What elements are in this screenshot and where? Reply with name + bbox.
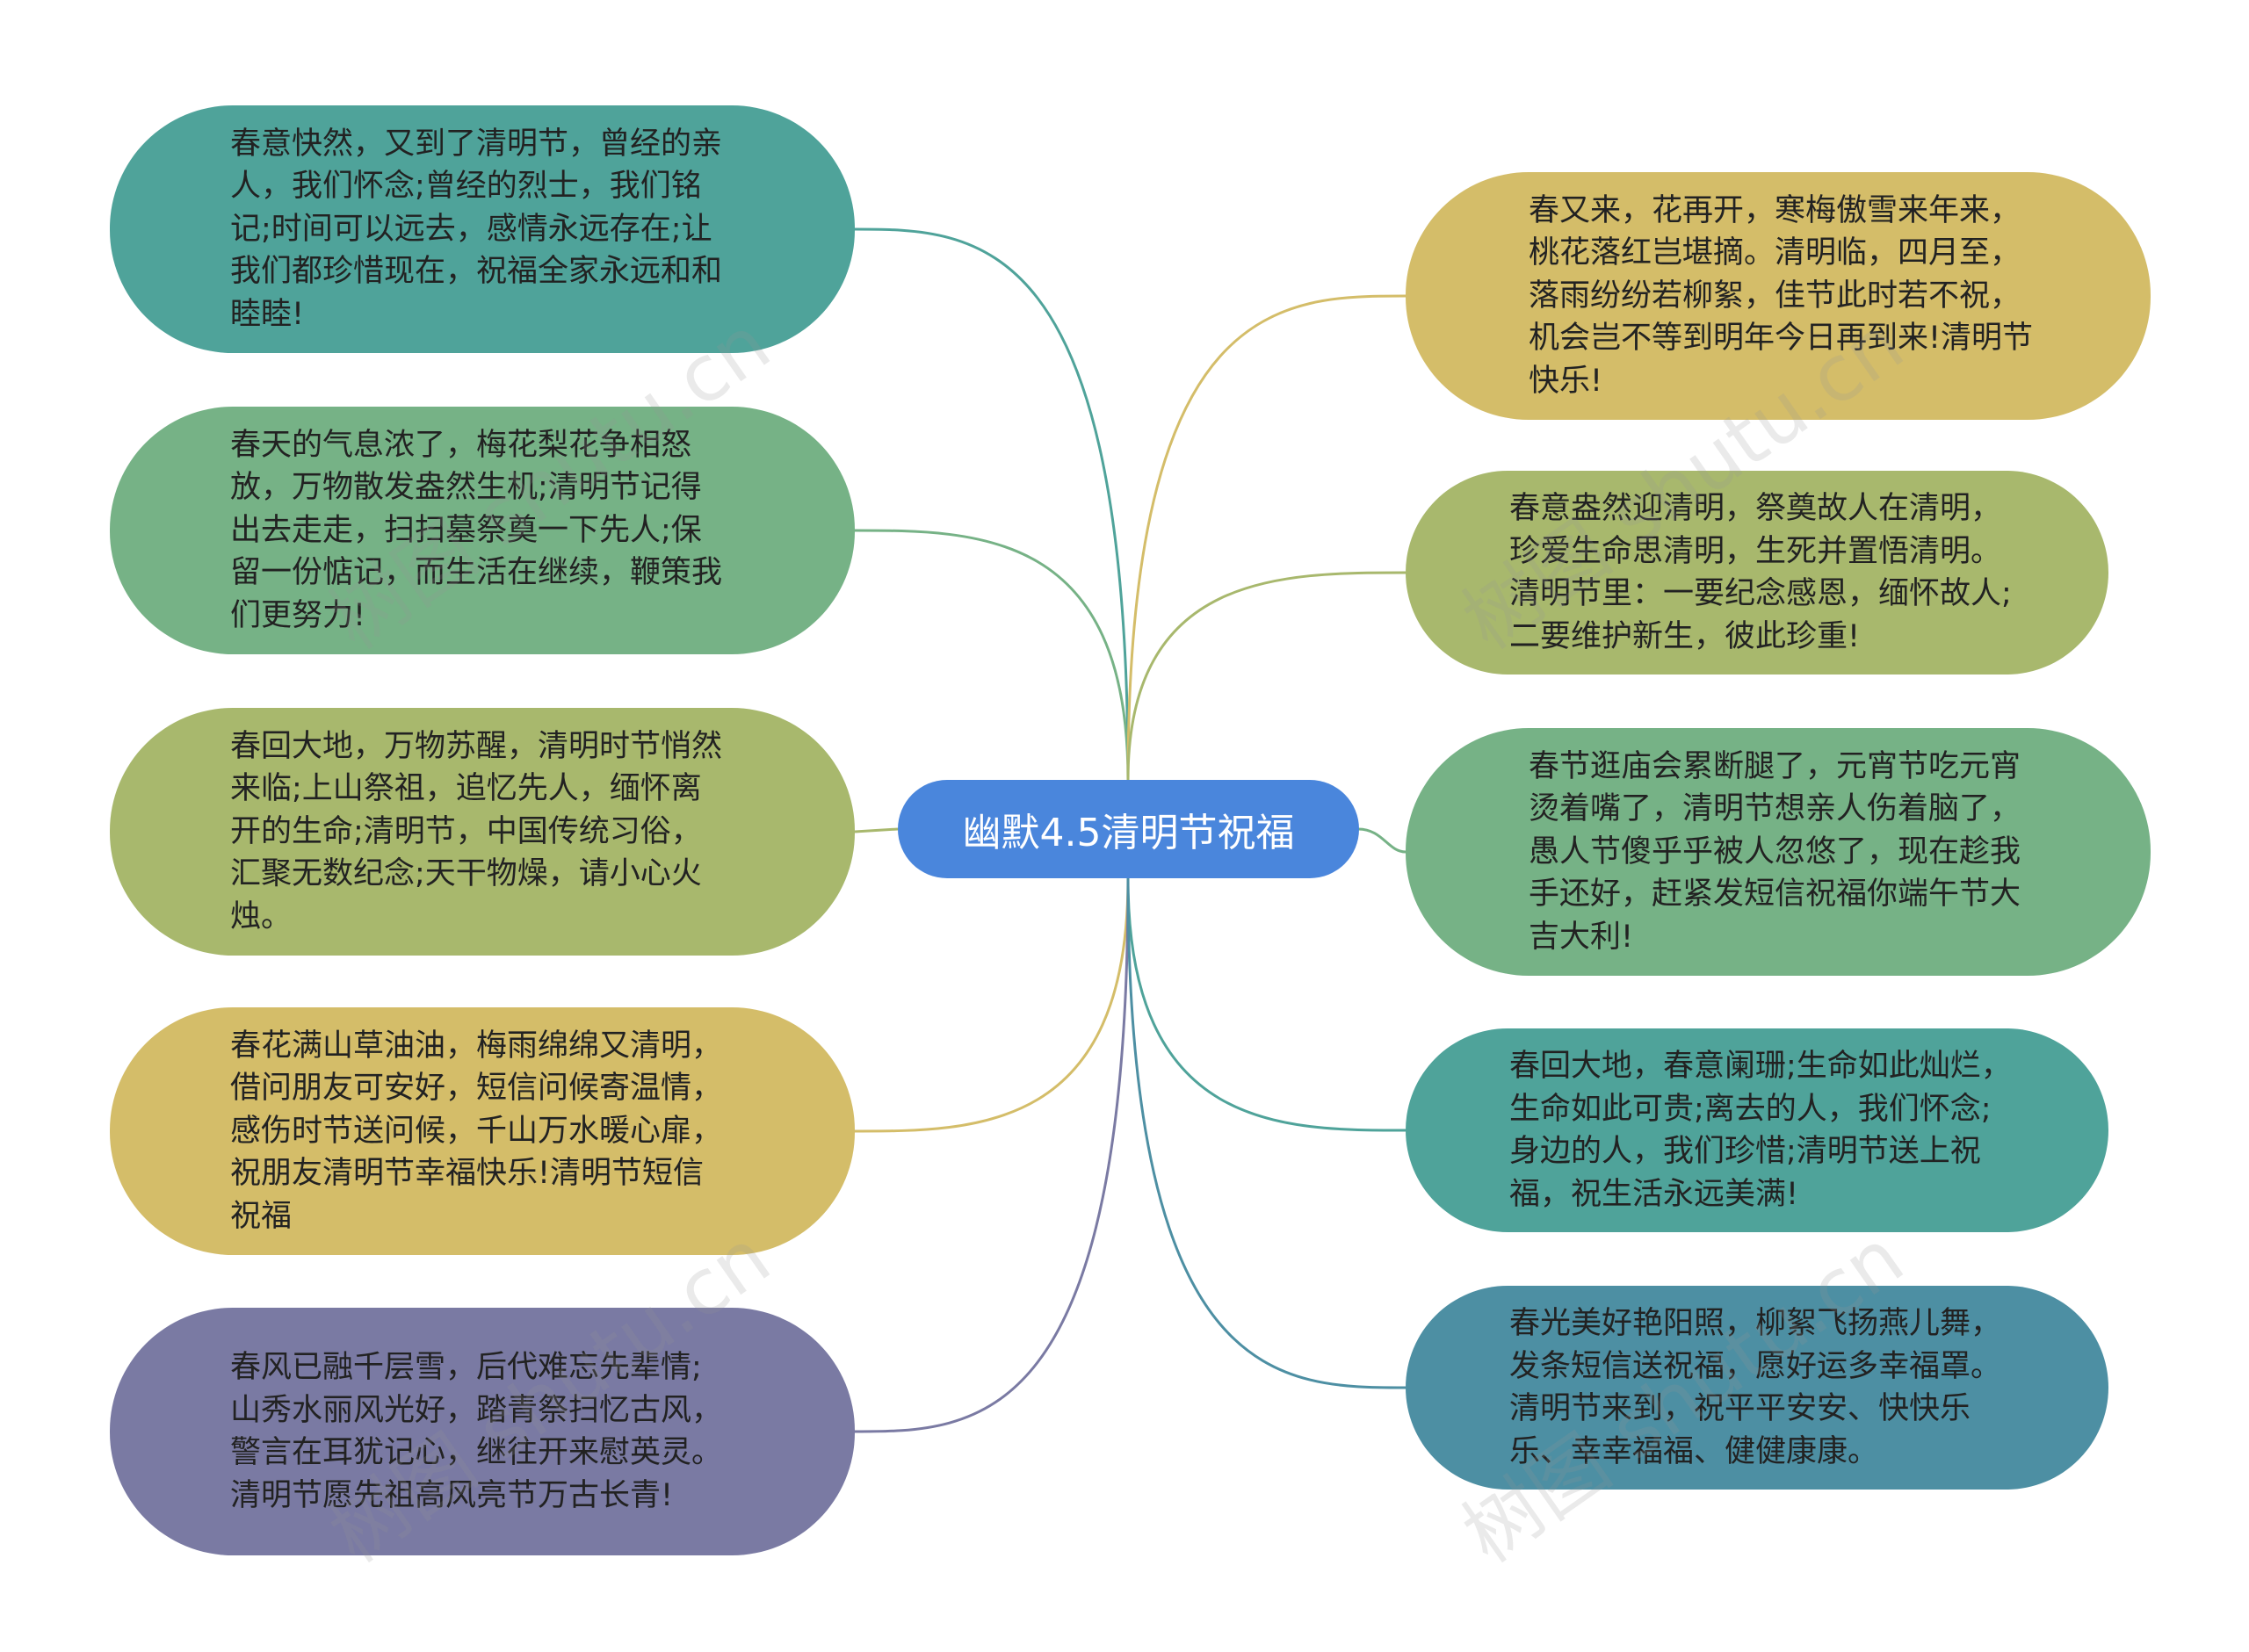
right-branch-text-5: 春光美好艳阳照，柳絮飞扬燕儿舞，发条短信送祝福，愿好运多幸福罩。清明节来到，祝平… xyxy=(1509,1306,2002,1469)
left-branch-node-1[interactable]: 春意快然，又到了清明节，曾经的亲人，我们怀念;曾经的烈士，我们铭记;时间可以远去… xyxy=(110,105,855,353)
right-branch-node-3[interactable]: 春节逛庙会累断腿了，元宵节吃元宵烫着嘴了，清明节想亲人伤着脑了，愚人节傻乎乎被人… xyxy=(1406,728,2151,976)
left-connector-1 xyxy=(854,227,1130,781)
right-branch-node-5[interactable]: 春光美好艳阳照，柳絮飞扬燕儿舞，发条短信送祝福，愿好运多幸福罩。清明节来到，祝平… xyxy=(1406,1286,2108,1490)
left-branch-text-2: 春天的气息浓了，梅花梨花争相怒放，万物散发盎然生机;清明节记得出去走走，扫扫墓祭… xyxy=(230,427,723,633)
left-connector-5 xyxy=(854,877,1130,1433)
left-connector-4 xyxy=(854,877,1130,1133)
right-branch-text-4: 春回大地，春意阑珊;生命如此灿烂，生命如此可贵;离去的人，我们怀念;身边的人，我… xyxy=(1509,1049,2012,1212)
right-connector-3 xyxy=(1357,827,1407,854)
left-branch-text-3: 春回大地，万物苏醒，清明时节悄然来临;上山祭祖，追忆先人，缅怀离开的生命;清明节… xyxy=(230,728,723,934)
central-topic-node[interactable]: 幽默4.5清明节祝福 xyxy=(898,780,1359,878)
right-branch-node-4[interactable]: 春回大地，春意阑珊;生命如此灿烂，生命如此可贵;离去的人，我们怀念;身边的人，我… xyxy=(1406,1028,2108,1232)
right-branch-node-2[interactable]: 春意盎然迎清明，祭奠故人在清明，珍爱生命思清明，生死并置悟清明。清明节里：一要纪… xyxy=(1406,471,2108,675)
right-connector-4 xyxy=(1126,877,1407,1132)
central-topic-label: 幽默4.5清明节祝福 xyxy=(962,811,1295,855)
right-branch-text-3: 春节逛庙会累断腿了，元宵节吃元宵烫着嘴了，清明节想亲人伤着脑了，愚人节傻乎乎被人… xyxy=(1529,748,2021,955)
right-connector-5 xyxy=(1126,877,1407,1389)
left-connector-3 xyxy=(854,827,899,833)
left-branch-node-5[interactable]: 春风已融千层雪，后代难忘先辈情;山秀水丽风光好，踏青祭扫忆古风，警言在耳犹记心，… xyxy=(110,1308,855,1555)
left-branch-node-2[interactable]: 春天的气息浓了，梅花梨花争相怒放，万物散发盎然生机;清明节记得出去走走，扫扫墓祭… xyxy=(110,407,855,654)
right-branch-text-2: 春意盎然迎清明，祭奠故人在清明，珍爱生命思清明，生死并置悟清明。清明节里：一要纪… xyxy=(1509,491,2012,654)
left-branch-text-4: 春花满山草油油，梅雨绵绵又清明，借问朋友可安好，短信问候寄温情，感伤时节送问候，… xyxy=(230,1028,723,1234)
left-branch-text-1: 春意快然，又到了清明节，曾经的亲人，我们怀念;曾经的烈士，我们铭记;时间可以远去… xyxy=(230,126,723,332)
right-branch-text-1: 春又来，花再开，寒梅傲雪来年来，桃花落红岂堪摘。清明临，四月至，落雨纷纷若柳絮，… xyxy=(1529,192,2034,399)
right-branch-node-1[interactable]: 春又来，花再开，寒梅傲雪来年来，桃花落红岂堪摘。清明临，四月至，落雨纷纷若柳絮，… xyxy=(1406,172,2151,420)
left-branch-text-5: 春风已融千层雪，后代难忘先辈情;山秀水丽风光好，踏青祭扫忆古风，警言在耳犹记心，… xyxy=(230,1350,723,1513)
right-connector-2 xyxy=(1126,571,1407,781)
left-branch-node-3[interactable]: 春回大地，万物苏醒，清明时节悄然来临;上山祭祖，追忆先人，缅怀离开的生命;清明节… xyxy=(110,708,855,956)
left-branch-node-4[interactable]: 春花满山草油油，梅雨绵绵又清明，借问朋友可安好，短信问候寄温情，感伤时节送问候，… xyxy=(110,1007,855,1255)
left-connector-2 xyxy=(854,529,1130,781)
right-connector-1 xyxy=(1126,294,1407,781)
